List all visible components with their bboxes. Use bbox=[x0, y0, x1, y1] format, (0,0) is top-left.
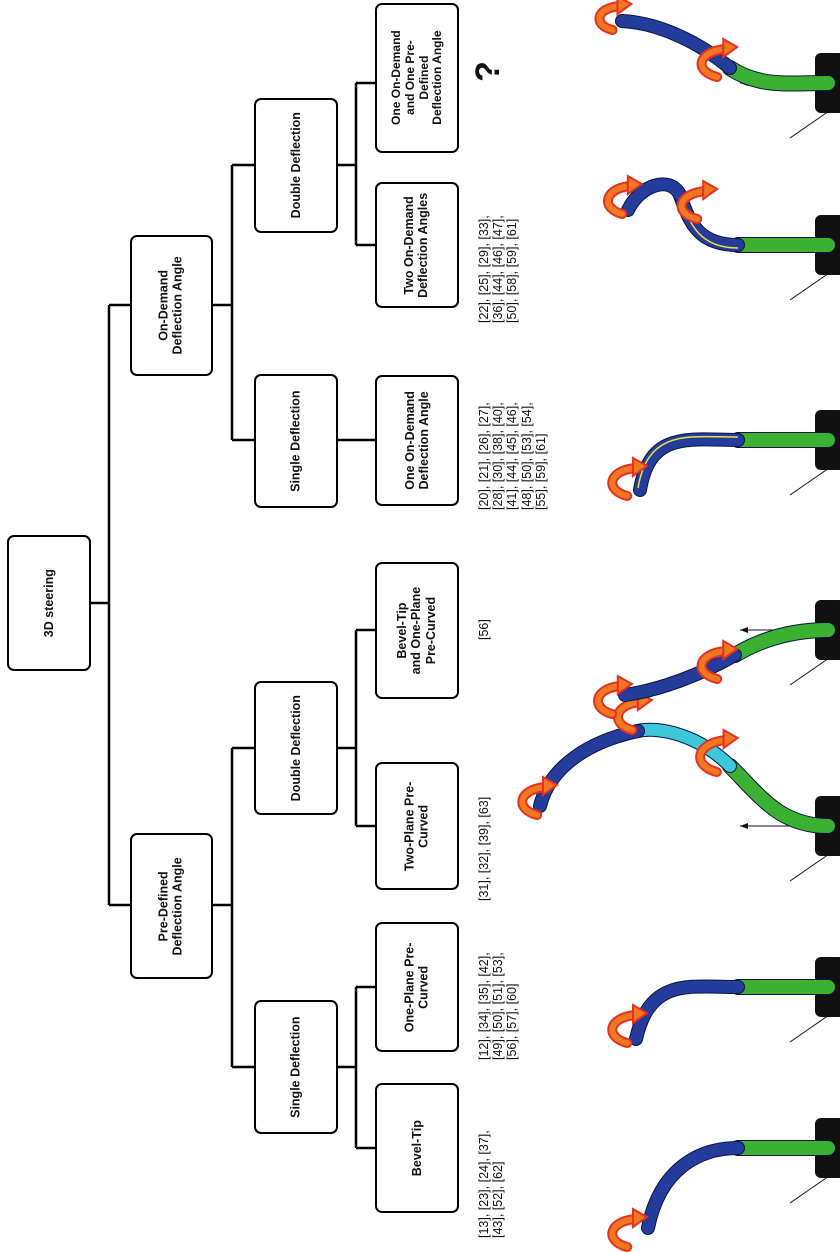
node-label: Single Deflection bbox=[288, 390, 303, 492]
arrowhead-icon bbox=[616, 0, 634, 16]
node-label: Bevel-Tip bbox=[409, 1119, 424, 1177]
rotation-arrow-icon bbox=[596, 3, 623, 33]
ref-line: [56] bbox=[477, 619, 491, 640]
node-label: Two-Plane Pre- Curved bbox=[402, 781, 431, 871]
rotation-arrow-icon bbox=[609, 1012, 638, 1046]
refs-unknown-question-mark: ? bbox=[468, 61, 507, 82]
leaf-one-plane-pre-curved: One-Plane Pre- Curved bbox=[375, 922, 459, 1052]
arrowhead-icon bbox=[702, 179, 720, 201]
arrowhead-icon bbox=[740, 627, 748, 633]
ref-line: [49], [50], [51], [53], bbox=[491, 952, 506, 1060]
axis-arrow bbox=[789, 1012, 833, 1043]
arrowhead-icon bbox=[722, 639, 740, 661]
tube-segment bbox=[728, 623, 835, 662]
tube-segment bbox=[534, 725, 644, 812]
arrowhead-icon bbox=[632, 456, 649, 478]
node-label: Double Deflection bbox=[288, 112, 303, 219]
axis-arrow bbox=[789, 655, 833, 686]
axis-arrow bbox=[789, 108, 833, 139]
rotation-arrow-icon bbox=[678, 188, 709, 222]
node-pd-double-deflection: Double Deflection bbox=[254, 681, 338, 815]
ref-line: [41], [44], [45], [46], bbox=[505, 402, 520, 510]
ref-line: [12], [34], [35], [42], bbox=[477, 952, 491, 1060]
ref-line: [13], [23], [24], [37], bbox=[477, 1130, 491, 1238]
tube-segment bbox=[622, 178, 686, 216]
arrowhead-icon bbox=[616, 674, 634, 696]
ref-line: [20], [21], [26], [27], bbox=[477, 402, 491, 510]
rotation-arrow-icon bbox=[595, 683, 623, 717]
node-label: Double Deflection bbox=[288, 694, 303, 802]
rotation-arrow-icon bbox=[697, 737, 729, 775]
tube-segment bbox=[642, 1142, 744, 1234]
leaf-bevel-tip-and-one-plane: Bevel-Tip and One-Plane Pre-Curved bbox=[375, 562, 459, 699]
node-on-demand-deflection-angle: On-Demand Deflection Angle bbox=[130, 235, 213, 376]
node-label: One On-Demand and One Pre- Defined Defle… bbox=[388, 30, 444, 126]
ref-line: [56], [57], [60] bbox=[505, 983, 520, 1060]
arrowhead-icon bbox=[722, 728, 740, 750]
tube-segment bbox=[723, 759, 835, 833]
rotation-arrow-icon bbox=[698, 46, 729, 80]
rotation-arrow-icon bbox=[615, 699, 643, 733]
node-label: Bevel-Tip and One-Plane Pre-Curved bbox=[395, 586, 439, 675]
node-label: On-Demand Deflection Angle bbox=[157, 256, 186, 355]
arrowhead-icon bbox=[632, 1003, 649, 1025]
node-label: Pre-Defined Deflection Angle bbox=[157, 856, 186, 956]
rotation-arrow-icon bbox=[519, 784, 548, 818]
node-od-double-deflection: Double Deflection bbox=[254, 98, 338, 233]
rotation-arrow-icon bbox=[609, 465, 638, 499]
leaf-two-on-demand-angles: Two On-Demand Deflection Angles bbox=[375, 182, 459, 308]
axis-arrow bbox=[789, 465, 833, 496]
ref-line: [28], [30], [38], [40], bbox=[491, 402, 506, 510]
ref-line: [36], [44], [46], [47], bbox=[491, 215, 506, 323]
rotation-arrow-icon bbox=[605, 183, 633, 217]
ref-line: [43], [52], [62] bbox=[491, 1161, 506, 1238]
leaf-one-on-demand-angle: One On-Demand Deflection Angle bbox=[375, 375, 459, 506]
axis-arrow bbox=[789, 851, 833, 882]
arrowhead-icon bbox=[626, 174, 644, 196]
axis-arrow bbox=[789, 270, 833, 301]
rotation-arrow-icon bbox=[698, 648, 729, 682]
needle-illustrations bbox=[517, 0, 840, 1252]
rotation-arrow-icon bbox=[609, 1216, 638, 1250]
ref-line: [31], [32], [39], [63] bbox=[477, 796, 491, 901]
node-label: 3D steering bbox=[41, 568, 56, 638]
tube-segment bbox=[616, 15, 736, 74]
node-pd-single-deflection: Single Deflection bbox=[254, 1000, 338, 1134]
tube-segment bbox=[619, 649, 741, 701]
node-od-single-deflection: Single Deflection bbox=[254, 374, 338, 508]
tube-segment bbox=[723, 61, 835, 91]
axis-arrow bbox=[789, 1173, 833, 1204]
leaf-two-plane-pre-curved: Two-Plane Pre- Curved bbox=[375, 762, 459, 890]
node-pre-defined-deflection-angle: Pre-Defined Deflection Angle bbox=[130, 833, 213, 979]
arrowhead-icon bbox=[722, 37, 740, 59]
tube-segment bbox=[632, 723, 736, 772]
arrowhead-icon bbox=[542, 775, 559, 797]
tube-segment bbox=[634, 433, 744, 496]
node-label: One-Plane Pre- Curved bbox=[402, 942, 431, 1032]
node-3d-steering: 3D steering bbox=[7, 535, 91, 671]
node-label: Single Deflection bbox=[288, 1016, 303, 1118]
arrowhead-icon bbox=[632, 1207, 649, 1229]
tube-segment bbox=[630, 980, 744, 1045]
node-label: One On-Demand Deflection Angle bbox=[402, 391, 431, 490]
node-label: Two On-Demand Deflection Angles bbox=[402, 192, 432, 298]
ref-line: [22], [25], [29], [33], bbox=[477, 215, 491, 323]
ref-line: [50], [58], [59], [61] bbox=[505, 218, 520, 323]
ref-line: [48], [50], [53], [54], bbox=[519, 402, 534, 510]
leaf-on-demand-and-predefined: One On-Demand and One Pre- Defined Defle… bbox=[375, 3, 459, 153]
arrowhead-icon bbox=[740, 823, 748, 829]
leaf-bevel-tip: Bevel-Tip bbox=[375, 1083, 459, 1213]
ref-line: [55], [59], [61] bbox=[533, 433, 548, 510]
